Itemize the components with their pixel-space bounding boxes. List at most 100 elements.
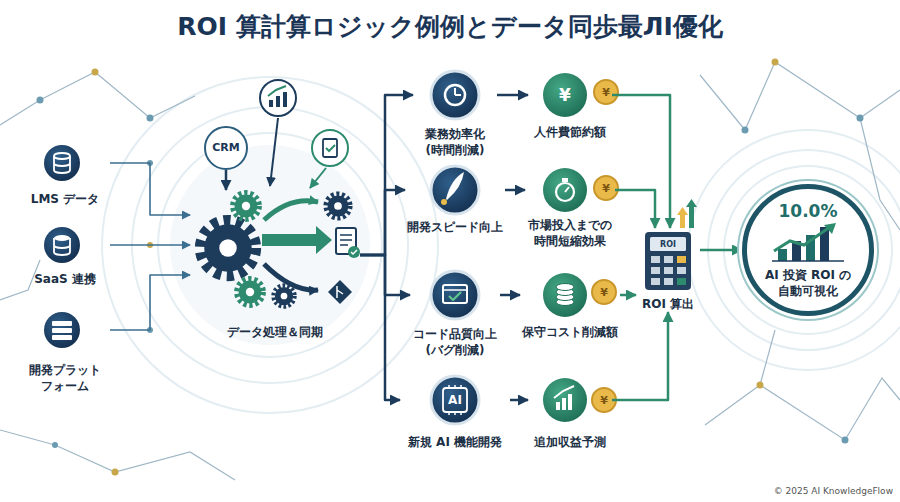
network-line <box>0 72 195 125</box>
branch-icon <box>328 280 352 304</box>
gear-body <box>328 196 349 217</box>
gear <box>201 221 256 276</box>
calculator-body <box>645 232 691 290</box>
growth-head <box>686 199 697 207</box>
icon-circle <box>312 130 348 166</box>
document-lines <box>340 235 352 245</box>
network-lines <box>0 62 900 480</box>
check-mark <box>351 250 357 254</box>
process-hub: データ処理＆同期 <box>190 190 360 340</box>
currency-symbol: ¥ <box>600 286 608 299</box>
ring <box>158 133 382 357</box>
gear <box>237 279 263 305</box>
node-label: ROI 算出 <box>642 296 694 312</box>
node-label: 10.0% <box>779 201 838 221</box>
clock-hands <box>455 88 461 95</box>
benefit-node: コード品質向上 (バグ削減) <box>410 270 500 358</box>
result-circle: 10.0%AI 投資 ROI の 自動可視化 <box>742 184 874 316</box>
gold-coin <box>592 388 616 412</box>
icon-circle <box>44 227 80 263</box>
coin <box>556 284 574 291</box>
bar <box>556 402 560 410</box>
growth-head <box>677 207 688 215</box>
check-mark <box>326 145 335 151</box>
gold-coin <box>594 80 618 104</box>
currency-symbol: ¥ <box>602 86 610 99</box>
diagram-title: ROI 算計算ロジック例例とデータ同歩最ЛI優化 <box>0 10 900 43</box>
copyright-note: © 2025 AI KnowledgeFlow <box>774 486 893 496</box>
ring <box>708 150 900 350</box>
connector-arrow <box>505 189 525 192</box>
server-unit <box>52 328 72 333</box>
db-body <box>54 238 70 255</box>
gear-teeth <box>326 194 350 218</box>
server-unit <box>52 335 72 340</box>
trend-head <box>824 223 836 234</box>
network-dots <box>37 59 864 476</box>
calculator <box>645 199 697 290</box>
key <box>664 256 673 263</box>
network-line <box>0 260 40 300</box>
connector-arrow <box>225 170 228 190</box>
dot <box>37 97 44 104</box>
value-node: 保守コスト削減額 <box>520 270 620 340</box>
icon-circle <box>44 145 80 181</box>
ring <box>132 107 408 383</box>
value-node: 追加収益予測 <box>528 375 612 450</box>
gold-coin <box>592 280 616 304</box>
benefit-node: 業務効率化 (時間削減) <box>413 70 497 158</box>
gear-hole <box>242 202 250 210</box>
key <box>651 267 660 274</box>
source-node: 開発プラット フォーム <box>20 310 110 394</box>
rocket-flame <box>441 199 447 205</box>
dot <box>147 327 153 333</box>
gear-body <box>239 281 262 304</box>
gear-hole <box>281 293 288 300</box>
dot <box>842 437 849 444</box>
connector-arrow <box>620 294 636 297</box>
chart-holder <box>768 221 848 267</box>
icon-circle <box>431 376 479 424</box>
window-bar <box>443 289 467 291</box>
bar <box>778 249 787 261</box>
value-node: 市場投入までの 時間短縮効果 <box>525 165 615 249</box>
flow-arrow <box>264 264 318 290</box>
gear <box>326 194 350 218</box>
key <box>651 256 660 263</box>
watch-button <box>562 178 568 182</box>
icon-circle <box>260 80 296 116</box>
chip-text: AI <box>448 393 462 407</box>
source-node: LMS データ <box>20 143 110 207</box>
connector-arrow <box>360 255 410 295</box>
connector-arrow <box>612 95 670 228</box>
connector-arrow <box>110 244 190 246</box>
dot <box>147 242 153 248</box>
chip-pins <box>449 385 461 415</box>
connector-arrow <box>510 399 528 402</box>
node-label: LMS データ <box>31 191 99 207</box>
dot <box>147 160 153 166</box>
gear-body <box>275 287 293 305</box>
gear-teeth <box>237 279 263 305</box>
node-label: 開発プラット フォーム <box>20 362 110 394</box>
feed-arrow <box>270 118 278 186</box>
bar <box>562 398 566 410</box>
gear <box>273 285 294 306</box>
rocket <box>446 172 464 200</box>
axis <box>772 260 844 262</box>
saas-icon <box>44 227 80 263</box>
dot <box>742 127 749 134</box>
watch-hand <box>565 187 569 192</box>
dot <box>757 382 764 389</box>
currency-symbol: ¥ <box>600 394 608 407</box>
flow-arrow <box>264 201 318 220</box>
db-top <box>54 235 70 241</box>
node-label: データ処理＆同期 <box>227 324 323 340</box>
icon-circle <box>543 168 587 212</box>
gear-hole <box>246 288 254 296</box>
connector-arrow <box>110 275 190 330</box>
growth-chart-icon <box>543 378 587 422</box>
gold-coin <box>594 176 618 200</box>
icon-circle <box>543 378 587 422</box>
